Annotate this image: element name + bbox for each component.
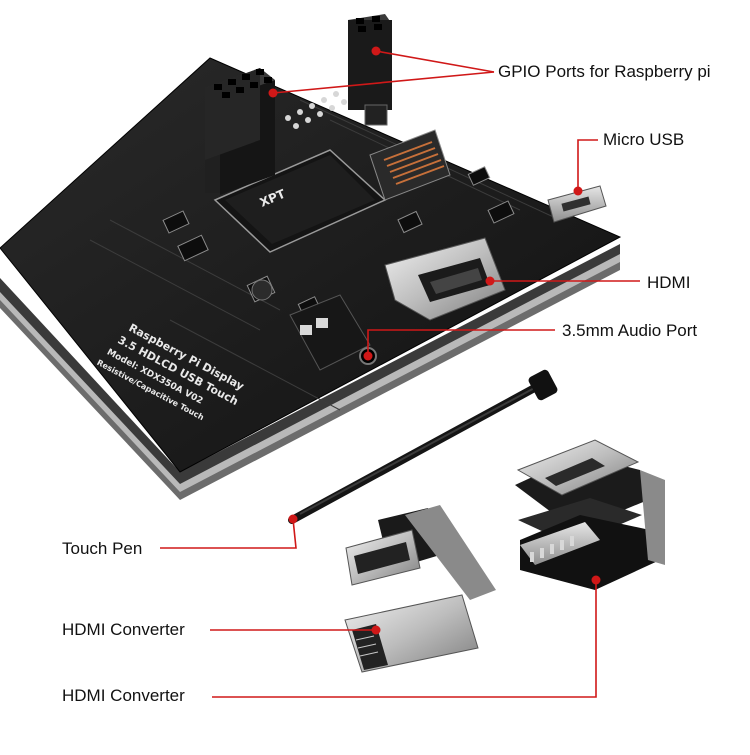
gpio-pointer-line-b — [272, 71, 495, 94]
lcd-board: XPT Ras — [0, 57, 622, 500]
gpio-header-left — [205, 68, 275, 195]
hdmi-converter-1 — [344, 505, 496, 673]
gpio-label: GPIO Ports for Raspberry pi — [498, 62, 711, 81]
hdmi-label: HDMI — [647, 273, 691, 292]
usb-pointer-line — [577, 139, 598, 191]
controller-chip: XPT — [213, 149, 387, 253]
gpio-header-right — [348, 14, 392, 126]
gpio-pointer-line-a — [375, 50, 495, 73]
touch-pen-pointer-line — [160, 518, 297, 549]
hdmi-converter-2 — [515, 439, 665, 590]
micro-usb-port — [547, 185, 607, 223]
hdmi-converter-label-2: HDMI Converter — [62, 686, 185, 705]
hdmi-port — [384, 237, 506, 321]
hdmi-converter-label-1: HDMI Converter — [62, 620, 185, 639]
callout-dots — [268, 46, 601, 635]
touch-pen-label: Touch Pen — [62, 539, 143, 558]
touch-pen — [288, 369, 558, 524]
audio-pointer-line — [367, 329, 555, 356]
converter2-pointer-line — [212, 580, 597, 698]
audio-port-label: 3.5mm Audio Port — [562, 321, 698, 340]
callout-lines — [160, 50, 640, 698]
micro-usb-label: Micro USB — [603, 130, 685, 149]
